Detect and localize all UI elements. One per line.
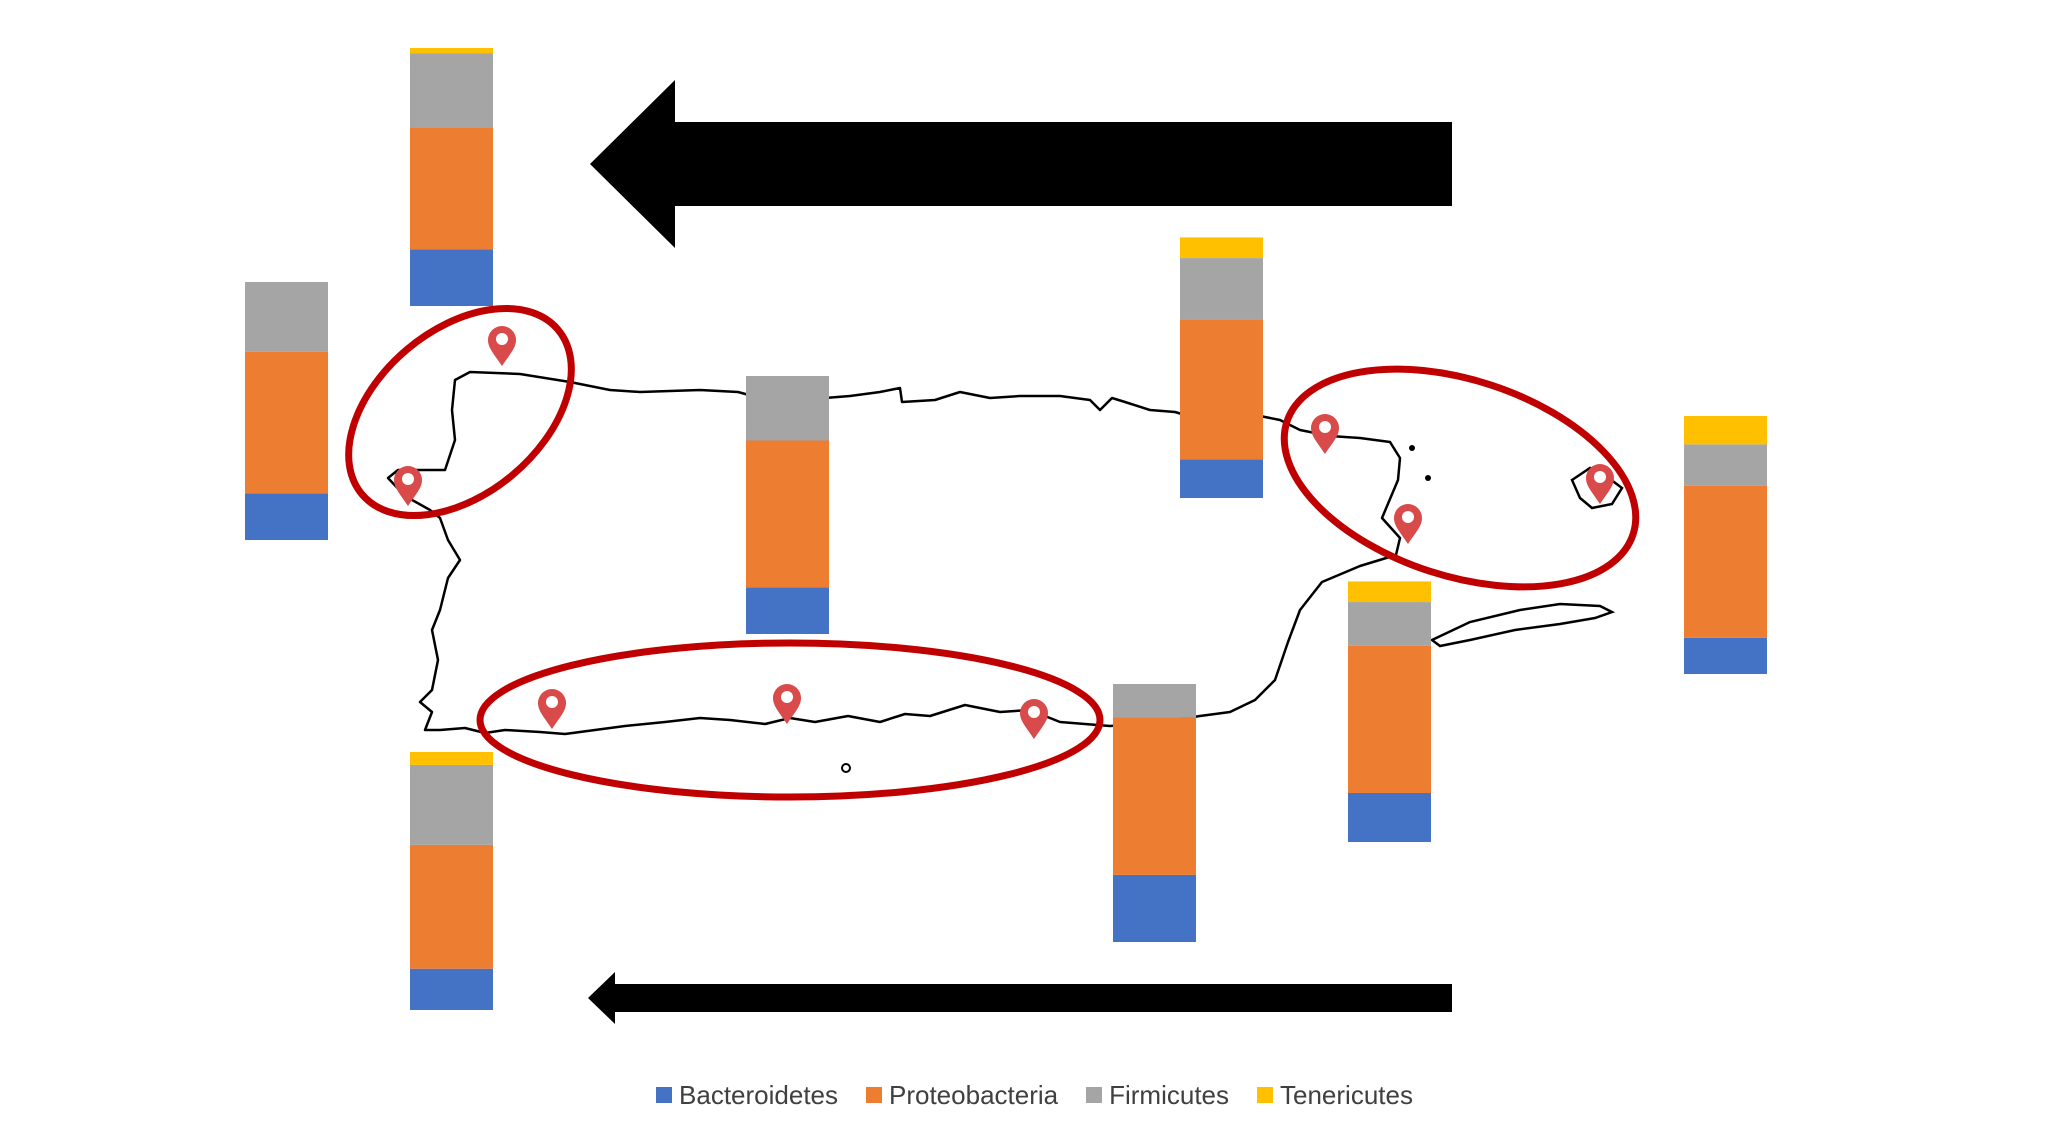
location-pin-icon	[1394, 504, 1422, 544]
bar-segment-firmicutes	[245, 282, 328, 352]
bar-segment-proteobacteria	[1113, 717, 1196, 875]
bar-segment-proteobacteria	[245, 351, 328, 494]
legend-swatch	[1086, 1087, 1103, 1103]
bar-layer	[245, 48, 1767, 1010]
location-pin-icon	[394, 466, 422, 506]
bar-segment-bacteroidetes	[410, 249, 493, 306]
legend-label: Firmicutes	[1109, 1079, 1230, 1110]
legend-swatch	[656, 1087, 673, 1103]
bar-segment-bacteroidetes	[1348, 792, 1431, 842]
bar-segment-proteobacteria	[410, 844, 493, 969]
bar-segment-firmicutes	[1113, 684, 1196, 718]
legend-item: Proteobacteria	[866, 1080, 1058, 1111]
vieques-outline	[1429, 602, 1616, 648]
region-ellipse-northwest	[345, 304, 575, 520]
bar-segment-proteobacteria	[1348, 645, 1431, 793]
arrow-thick	[590, 80, 1452, 248]
legend-swatch	[866, 1087, 882, 1103]
location-pin-icon	[488, 326, 516, 366]
bar-segment-proteobacteria	[1180, 319, 1263, 460]
legend-item: Bacteroidetes	[656, 1080, 838, 1111]
bar-segment-tenericutes	[410, 752, 493, 765]
islet	[841, 763, 851, 773]
legend-label: Proteobacteria	[889, 1079, 1059, 1110]
legend-label: Tenericutes	[1280, 1079, 1413, 1110]
bar-segment-proteobacteria	[746, 440, 829, 588]
bar-segment-tenericutes	[1348, 581, 1431, 603]
bar-segment-firmicutes	[1348, 602, 1431, 646]
bar-segment-firmicutes	[410, 764, 493, 845]
location-pin-icon	[1020, 699, 1048, 739]
bar-segment-bacteroidetes	[746, 587, 829, 634]
legend-swatch	[1257, 1087, 1274, 1103]
location-pin-icon	[1311, 414, 1339, 454]
islet	[1409, 445, 1415, 451]
bar-segment-bacteroidetes	[1684, 637, 1767, 674]
bar-segment-bacteroidetes	[1113, 874, 1196, 942]
bar-segment-tenericutes	[1684, 416, 1767, 445]
legend: Bacteroidetes Proteobacteria Firmicutes Ten…	[0, 1080, 2069, 1110]
region-ellipse-south	[476, 639, 1104, 801]
bar-segment-firmicutes	[410, 53, 493, 128]
bar-segment-firmicutes	[1180, 258, 1263, 320]
bar-segment-proteobacteria	[410, 127, 493, 250]
location-pin-icon	[1586, 464, 1614, 504]
legend-item: Firmicutes	[1086, 1080, 1229, 1111]
legend-label: Bacteroidetes	[679, 1079, 838, 1110]
bar-segment-bacteroidetes	[1180, 459, 1263, 498]
bar-segment-bacteroidetes	[410, 968, 493, 1010]
location-pin-icon	[773, 684, 801, 724]
bar-segment-bacteroidetes	[245, 493, 328, 540]
islet	[1425, 475, 1431, 481]
pin-layer	[394, 326, 1614, 739]
bar-segment-firmicutes	[746, 376, 829, 441]
legend-item: Tenericutes	[1257, 1080, 1413, 1111]
bar-segment-tenericutes	[410, 48, 493, 54]
bar-segment-tenericutes	[1180, 237, 1263, 259]
bar-segment-firmicutes	[1684, 444, 1767, 486]
puerto-rico-outline	[386, 370, 1402, 736]
region-ellipse-east	[1280, 365, 1640, 591]
bar-segment-proteobacteria	[1684, 485, 1767, 638]
arrow-thin	[588, 972, 1452, 1024]
location-pin-icon	[538, 689, 566, 729]
